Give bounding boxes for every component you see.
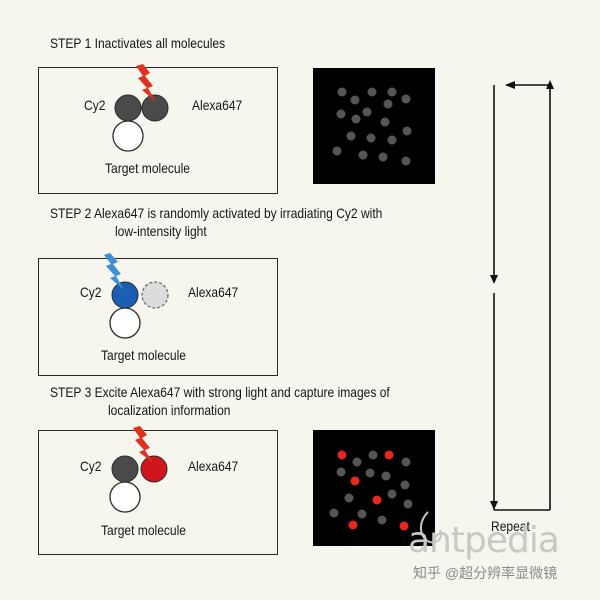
- spot: [368, 450, 378, 460]
- step2-alexa-label: Alexa647: [188, 284, 239, 300]
- step1-spark-icon: [136, 64, 156, 102]
- spot: [401, 156, 411, 166]
- step3-panel: [38, 430, 278, 555]
- step3-alexa-dye-excited: [140, 455, 168, 483]
- spot-red: [399, 521, 409, 531]
- spot-red: [384, 450, 394, 460]
- step1-target-label: Target molecule: [105, 160, 190, 176]
- spot: [400, 480, 410, 490]
- spot: [387, 135, 397, 145]
- spot-red: [337, 450, 347, 460]
- step1-image-all-dark: [313, 68, 435, 184]
- spot: [403, 499, 413, 509]
- step1-alexa-label: Alexa647: [192, 97, 243, 113]
- step3-cy2-label: Cy2: [80, 458, 102, 474]
- step3-image-localized: [313, 430, 435, 546]
- spot: [337, 87, 347, 97]
- step2-spark-icon: [104, 253, 124, 290]
- repeat-loop: [493, 84, 551, 511]
- spot-red: [348, 520, 358, 530]
- arrow-down-icon: [490, 501, 498, 510]
- step3-target-label: Target molecule: [101, 522, 186, 538]
- spot: [352, 457, 362, 467]
- step1-cy2-dye: [114, 94, 142, 122]
- step1-alexa-dye: [141, 94, 169, 122]
- spot: [346, 131, 356, 141]
- step2-cy2-label: Cy2: [80, 284, 102, 300]
- spot: [383, 99, 393, 109]
- step3-title-line2: localization information: [108, 402, 231, 418]
- spot: [387, 87, 397, 97]
- step1-title: STEP 1 Inactivates all molecules: [50, 35, 226, 51]
- step1-spots: [332, 87, 412, 166]
- spot: [380, 117, 390, 127]
- spot: [387, 489, 397, 499]
- spot: [357, 509, 367, 519]
- watermark-text: 知乎 @超分辨率显微镜: [413, 565, 558, 581]
- step2-alexa-dye-dashed: [141, 281, 169, 309]
- watermark-logo: antpedia: [408, 520, 560, 561]
- step3-alexa-label: Alexa647: [188, 458, 239, 474]
- spot: [344, 493, 354, 503]
- step1-cy2-label: Cy2: [84, 97, 106, 113]
- spot: [402, 126, 412, 136]
- spot: [366, 133, 376, 143]
- step3-spark-icon: [133, 426, 153, 463]
- spot: [401, 457, 411, 467]
- spot-red: [350, 476, 360, 486]
- watermark-swirl-icon: [420, 511, 442, 544]
- spot: [401, 94, 411, 104]
- step3-spots: [329, 450, 413, 531]
- step2-title-line1: STEP 2 Alexa647 is randomly activated by…: [50, 205, 383, 221]
- arrow-left-icon: [505, 81, 515, 89]
- arrow-down-icon: [490, 275, 498, 284]
- step3-title-line1: STEP 3 Excite Alexa647 with strong light…: [50, 384, 390, 400]
- spot: [378, 152, 388, 162]
- step1-panel: [38, 67, 278, 194]
- repeat-arrowheads: [490, 80, 554, 510]
- spot: [362, 107, 372, 117]
- spot-red: [372, 495, 382, 505]
- step2-target-molecule: [109, 307, 141, 339]
- spot: [367, 87, 377, 97]
- step3-cy2-dye: [111, 455, 139, 483]
- spot: [336, 467, 346, 477]
- spot: [350, 95, 360, 105]
- spot: [329, 508, 339, 518]
- spot: [377, 515, 387, 525]
- spot: [351, 114, 361, 124]
- step2-target-label: Target molecule: [101, 347, 186, 363]
- step3-target-molecule: [109, 481, 141, 513]
- spot: [332, 146, 342, 156]
- spot: [381, 471, 391, 481]
- repeat-label: Repeat: [491, 518, 530, 534]
- step2-cy2-dye-activated: [111, 281, 139, 309]
- spot: [365, 468, 375, 478]
- spot: [336, 109, 346, 119]
- step2-title-line2: low-intensity light: [115, 223, 207, 239]
- step2-panel: [38, 258, 278, 376]
- arrow-up-icon: [546, 80, 554, 89]
- spot: [358, 150, 368, 160]
- step1-target-molecule: [112, 120, 144, 152]
